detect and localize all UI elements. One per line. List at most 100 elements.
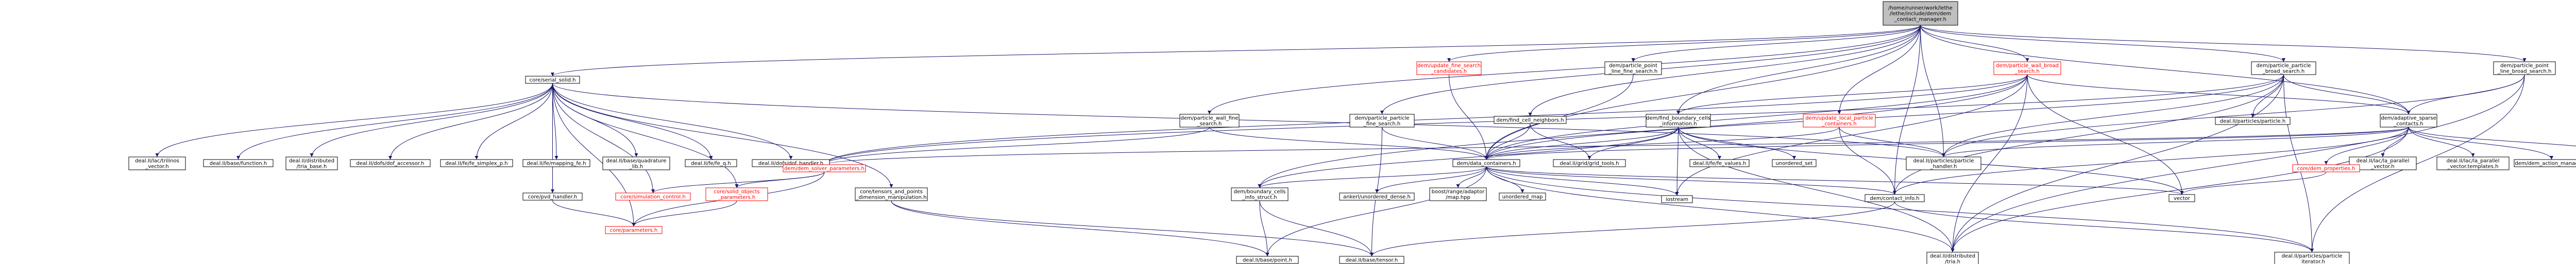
edge-dem-find-cell-neighbors-to-deal-grid-grid-tools bbox=[1530, 123, 1591, 160]
node-deal-lac-la-parallel-vector-templates[interactable]: deal.II/lac/la_parallel_vector.templates… bbox=[2436, 156, 2510, 170]
edge-core-tensors-and-points-dimension-manipulation-to-deal-base-point bbox=[891, 200, 1269, 257]
node-unordered-map[interactable]: unordered_map bbox=[1499, 192, 1546, 201]
node-iostream[interactable]: iostream bbox=[1661, 195, 1693, 203]
node-dem-particle-particle-broad-search[interactable]: dem/particle_particle_broad_search.h bbox=[2251, 61, 2316, 75]
node-boost-range-adaptor-map[interactable]: boost/range/adaptor/map.hpp bbox=[1429, 187, 1487, 201]
node-deal-base-function[interactable]: deal.II/base/function.h bbox=[203, 159, 274, 167]
node-dem-contact-info[interactable]: dem/contact_info.h bbox=[1865, 194, 1925, 202]
node-label: /tria.h bbox=[1945, 259, 1960, 264]
node-label: deal.II/base/point.h bbox=[1243, 258, 1292, 263]
node-dem-update-fine-search-candidates[interactable]: dem/update_fine_search_candidates.h bbox=[1416, 61, 1482, 75]
node-deal-dofs-dof-accessor[interactable]: deal.II/dofs/dof_accessor.h bbox=[350, 159, 431, 167]
node-deal-base-tensor[interactable]: deal.II/base/tensor.h bbox=[1339, 256, 1404, 264]
node-box bbox=[1416, 61, 1482, 75]
node-core-tensors-and-points-dimension-manipulation[interactable]: core/tensors_and_points_dimension_manipu… bbox=[855, 187, 928, 201]
node-deal-fe-fe-values[interactable]: deal.II/fe/fe_values.h bbox=[1689, 159, 1750, 167]
node-box bbox=[2292, 164, 2360, 172]
node-box bbox=[285, 156, 338, 170]
node-dem-dem-action-manager[interactable]: dem/dem_action_manager.h bbox=[2514, 159, 2576, 167]
edge-root-to-dem-find-cell-neighbors bbox=[1528, 25, 1921, 117]
edge-dem-adaptive-sparse-contacts-to-dem-data-containers bbox=[1484, 127, 2409, 160]
node-deal-base-quadrature-lib[interactable]: deal.II/base/quadrature_lib.h bbox=[602, 156, 670, 170]
node-box bbox=[1883, 1, 1958, 26]
edge-dem-find-boundary-cells-information-to-deal-distributed-tria bbox=[1678, 127, 1955, 253]
node-dem-particle-wall-broad-search[interactable]: dem/particle_wall_broad_search.h bbox=[1993, 61, 2061, 75]
node-dem-boundary-cells-info-struct[interactable]: dem/boundary_cells_info_struct.h bbox=[1231, 187, 1289, 201]
node-deal-particles-particle[interactable]: deal.II/particles/particle.h bbox=[2215, 117, 2291, 125]
node-core-dem-properties[interactable]: core/dem_properties.h bbox=[2292, 164, 2360, 172]
edge-dem-particle-point-line-broad-search-to-deal-particles-particle-handler bbox=[1942, 74, 2525, 157]
node-label: deal.II/fe/fe_q.h bbox=[691, 161, 731, 167]
node-label: _containers.h bbox=[1821, 121, 1856, 127]
node-deal-lac-trilinos-vector[interactable]: deal.II/lac/trilinos_vector.h bbox=[128, 156, 186, 170]
node-dem-data-containers[interactable]: dem/data_containers.h bbox=[1452, 159, 1520, 167]
node-label: unordered_map bbox=[1502, 195, 1543, 200]
node-dem-adaptive-sparse-contacts[interactable]: dem/adaptive_sparse_contacts.h bbox=[2380, 114, 2437, 128]
node-box bbox=[1689, 159, 1750, 167]
node-label: dem/data_containers.h bbox=[1456, 161, 1516, 167]
node-dem-find-boundary-cells-information[interactable]: dem/find_boundary_cells_information.h bbox=[1646, 114, 1711, 128]
edge-dem-particle-wall-broad-search-to-dem-dem-solver-parameters bbox=[822, 74, 2028, 165]
node-core-pvd-handler[interactable]: core/pvd_handler.h bbox=[522, 192, 583, 201]
node-deal-particles-particle-iterator[interactable]: deal.II/particles/particle_iterator.h bbox=[2274, 252, 2350, 264]
node-deal-distributed-tria-base[interactable]: deal.II/distributed/tria_base.h bbox=[285, 156, 338, 170]
node-core-parameters[interactable]: core/parameters.h bbox=[605, 226, 663, 234]
node-vector[interactable]: vector bbox=[2168, 194, 2195, 202]
node-deal-fe-fe-q[interactable]: deal.II/fe/fe_q.h bbox=[685, 159, 737, 167]
node-deal-particles-particle-handler[interactable]: deal.II/particles/particle_handler.h bbox=[1906, 156, 1981, 170]
node-deal-grid-grid-tools[interactable]: deal.II/grid/grid_tools.h bbox=[1553, 159, 1626, 167]
edge-dem-boundary-cells-info-struct-to-deal-base-tensor bbox=[1259, 200, 1374, 257]
node-deal-base-point[interactable]: deal.II/base/point.h bbox=[1236, 256, 1299, 264]
node-box bbox=[1661, 195, 1693, 203]
node-dem-particle-point-line-fine-search[interactable]: dem/particle_point_line_fine_search.h bbox=[1604, 61, 1662, 75]
node-label: _info_struct.h bbox=[1242, 195, 1277, 201]
edge-dem-find-boundary-cells-information-to-deal-grid-grid-tools bbox=[1587, 127, 1679, 160]
node-dem-dem-solver-parameters[interactable]: dem/dem_solver_parameters.h bbox=[783, 164, 866, 172]
node-label: deal.II/particles/particle bbox=[2282, 254, 2343, 259]
edge-root-to-dem-update-local-particle-containers bbox=[1837, 25, 1921, 115]
node-label: deal.II/particles/particle.h bbox=[2220, 119, 2285, 125]
node-dem-particle-wall-fine-search[interactable]: dem/particle_wall_fine_search.h bbox=[1179, 114, 1240, 128]
edge-root-to-dem-update-fine-search-candidates bbox=[1447, 25, 1921, 62]
node-core-serial-solid[interactable]: core/serial_solid.h bbox=[525, 76, 580, 84]
node-dem-find-cell-neighbors[interactable]: dem/find_cell_neighbors.h bbox=[1494, 116, 1567, 124]
node-label: deal.II/dofs/dof_handler.h bbox=[758, 161, 823, 167]
edge-dem-particle-wall-broad-search-to-deal-distributed-tria bbox=[1951, 74, 2028, 253]
node-label: deal.II/particles/particle bbox=[1913, 159, 1974, 164]
edge-dem-particle-particle-broad-search-to-dem-adaptive-sparse-contacts bbox=[2283, 74, 2411, 115]
node-unordered-set[interactable]: unordered_set bbox=[1772, 159, 1817, 167]
edge-dem-particle-particle-broad-search-to-deal-particles-particle-iterator bbox=[2283, 74, 2314, 253]
edge-dem-find-cell-neighbors-to-dem-data-containers bbox=[1484, 123, 1531, 160]
node-root[interactable]: /home/runner/work/lethe/lethe/include/de… bbox=[1883, 1, 1958, 26]
node-deal-lac-la-parallel-vector[interactable]: deal.II/lac/la_parallel_vector.h bbox=[2349, 156, 2417, 170]
node-label: _search.h bbox=[1197, 121, 1222, 127]
edge-dem-particle-wall-broad-search-to-dem-boundary-cells-info-struct bbox=[1258, 74, 2028, 188]
node-deal-fe-fe-simplex-p[interactable]: deal.II/fe/fe_simplex_p.h bbox=[440, 159, 513, 167]
node-ankerl-unordered-dense[interactable]: ankerl/unordered_dense.h bbox=[1339, 192, 1415, 201]
node-dem-update-local-particle-containers[interactable]: dem/update_local_particle_containers.h bbox=[1803, 114, 1876, 128]
node-deal-fe-mapping-fe[interactable]: deal.II/fe/mapping_fe.h bbox=[522, 159, 590, 167]
node-box bbox=[2380, 114, 2437, 128]
node-box bbox=[1231, 187, 1289, 201]
node-label: _information.h bbox=[1659, 121, 1697, 127]
node-core-solid-objects-parameters[interactable]: core/solid_objects_parameters.h bbox=[705, 187, 768, 201]
edge-dem-particle-wall-fine-search-to-dem-dem-solver-parameters bbox=[822, 127, 1210, 165]
edge-dem-adaptive-sparse-contacts-to-deal-lac-la-parallel-vector bbox=[2381, 127, 2409, 157]
node-core-simulation-control[interactable]: core/simulation_control.h bbox=[615, 192, 691, 201]
edge-dem-adaptive-sparse-contacts-to-deal-lac-la-parallel-vector-templates bbox=[2408, 127, 2475, 157]
node-label: _vector.templates.h bbox=[2447, 164, 2499, 170]
node-deal-distributed-tria[interactable]: deal.II/distributed/tria.h bbox=[1926, 252, 1979, 264]
node-label: _line_broad_search.h bbox=[2497, 69, 2552, 75]
edge-dem-particle-point-line-broad-search-to-deal-distributed-tria bbox=[1951, 74, 2525, 253]
node-label: _parameters.h bbox=[718, 195, 756, 201]
node-box bbox=[2168, 194, 2195, 202]
edge-root-to-dem-contact-info bbox=[1893, 25, 1921, 195]
node-box bbox=[1926, 252, 1979, 264]
node-dem-particle-particle-fine-search[interactable]: dem/particle_particle_fine_search.h bbox=[1349, 114, 1415, 128]
node-box bbox=[602, 156, 670, 170]
node-label: unordered_set bbox=[1776, 161, 1813, 167]
edge-core-serial-solid-to-deal-base-function bbox=[236, 83, 553, 160]
node-dem-particle-point-line-broad-search[interactable]: dem/particle_point_line_broad_search.h bbox=[2493, 61, 2556, 75]
node-label: _broad_search.h bbox=[2262, 69, 2305, 75]
